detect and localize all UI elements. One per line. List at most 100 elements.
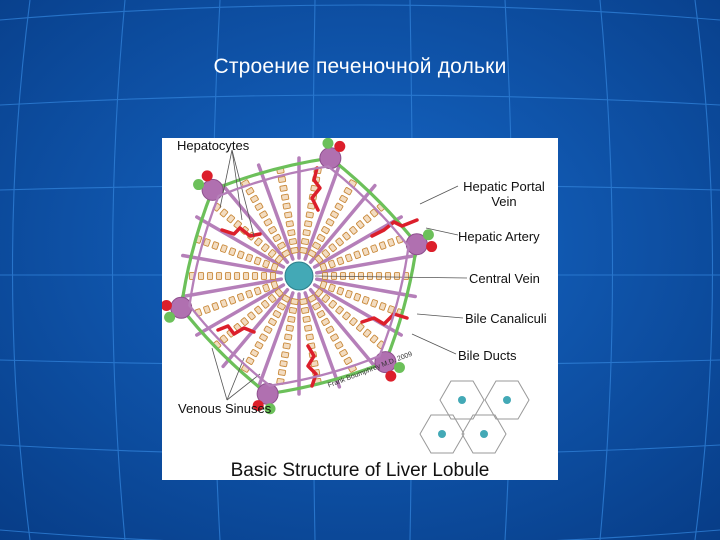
portal-triads — [162, 138, 438, 415]
hepatic-artery-branch — [162, 299, 172, 311]
lobule-outline — [439, 380, 485, 420]
bile-duct-branch — [264, 403, 276, 415]
leader-line — [231, 149, 255, 237]
hepatocyte — [316, 233, 326, 242]
hepatocyte — [319, 280, 328, 290]
hepatocyte — [342, 231, 351, 241]
hepatocyte — [260, 272, 268, 280]
hepatocyte — [253, 286, 262, 296]
hepatocyte — [361, 247, 370, 256]
hepatocyte — [220, 244, 228, 253]
hepatocyte — [300, 238, 310, 245]
hepatocyte — [349, 317, 358, 326]
bile-duct-branch — [422, 229, 434, 241]
hepatocyte — [314, 254, 324, 264]
slide-title: Строение печеночной дольки — [213, 55, 507, 78]
grid-line — [0, 4, 720, 21]
hepatocyte — [267, 294, 277, 303]
hepatocyte — [250, 349, 259, 358]
hepatocyte — [290, 246, 299, 254]
hepatocyte — [254, 305, 263, 315]
hepatocyte — [345, 289, 353, 299]
lobule-array-inset — [419, 380, 530, 454]
hepatocyte — [348, 272, 356, 280]
hepatic-artery-branch — [385, 370, 397, 382]
hepatocyte — [277, 369, 287, 376]
hepatocyte — [321, 294, 331, 303]
hepatocyte — [274, 254, 284, 264]
hepatocyte — [336, 286, 345, 296]
lobule-diagram — [162, 138, 530, 454]
hepatocyte — [299, 298, 308, 306]
hepatocyte — [288, 307, 298, 314]
hepatocyte — [339, 349, 348, 358]
hepatocyte — [369, 208, 379, 218]
hepatocyte — [321, 249, 331, 258]
hepatic-portal-vein-label-line1: Hepatic Portal — [463, 179, 545, 194]
hepatocyte — [357, 272, 365, 280]
hepatocyte — [325, 325, 335, 334]
hepatocyte — [259, 333, 268, 342]
hepatocyte — [304, 324, 313, 332]
hepatocyte-plates — [188, 167, 410, 385]
hepatocyte — [393, 272, 401, 280]
hepatocyte — [250, 194, 259, 203]
hepatocyte — [345, 253, 353, 263]
central-vein-dot — [438, 430, 446, 438]
portal-triad — [405, 229, 438, 256]
sinusoid — [195, 283, 286, 337]
hepatocyte — [219, 208, 229, 218]
leader-line — [219, 149, 233, 209]
hepatocyte — [387, 305, 395, 314]
hepatocyte — [197, 272, 205, 280]
hepatocytes-label: Hepatocytes — [177, 138, 250, 153]
hepatocyte — [288, 238, 298, 245]
hepatocyte — [299, 246, 308, 254]
lobule-outline — [419, 414, 465, 454]
arteriole — [360, 312, 409, 326]
sinusoid — [308, 288, 377, 369]
hepatic-artery-branch — [201, 170, 213, 182]
hepatocyte — [304, 220, 313, 228]
venous-sinuses-label: Venous Sinuses — [178, 401, 272, 416]
hepatocyte — [211, 241, 220, 250]
hepatocyte — [353, 292, 362, 302]
hepatocyte — [272, 233, 282, 242]
hepatocyte — [302, 315, 311, 323]
leader-lines — [211, 149, 468, 401]
hepatocyte — [387, 238, 395, 247]
leader-line — [314, 275, 468, 279]
hepatocyte — [378, 241, 387, 250]
leader-line — [231, 149, 243, 221]
venous-sinuses — [181, 156, 417, 396]
hepatocyte — [279, 360, 288, 368]
central-vein-label: Central Vein — [469, 271, 540, 286]
hepatocyte — [312, 241, 321, 250]
hepatocyte — [282, 342, 291, 350]
grid-line — [111, 0, 126, 540]
hepatocyte — [302, 229, 311, 237]
hepatocyte — [284, 333, 293, 341]
hepatocyte — [272, 310, 282, 319]
leader-line — [211, 347, 228, 401]
central-vein-dot — [503, 396, 511, 404]
portal-triad — [162, 296, 193, 323]
hepatocyte — [361, 296, 370, 305]
lobule-inner-boundary — [188, 165, 410, 387]
sinusoid — [314, 253, 417, 275]
hepatocyte — [245, 289, 253, 299]
lobule-outline — [484, 380, 530, 420]
grid-line — [0, 94, 720, 106]
hepatocyte — [282, 202, 291, 210]
hepatocyte — [268, 317, 277, 326]
portal-triad — [252, 382, 279, 415]
bile-canaliculi-label: Bile Canaliculi — [465, 311, 547, 326]
hepatocyte — [274, 288, 284, 298]
hepatocyte — [349, 226, 358, 235]
bile-duct-branch — [164, 311, 176, 323]
central-vein — [284, 261, 314, 291]
grid-line — [0, 529, 720, 540]
hepatocyte — [261, 243, 270, 253]
hepatocyte — [228, 296, 237, 305]
arteriole — [216, 324, 256, 336]
